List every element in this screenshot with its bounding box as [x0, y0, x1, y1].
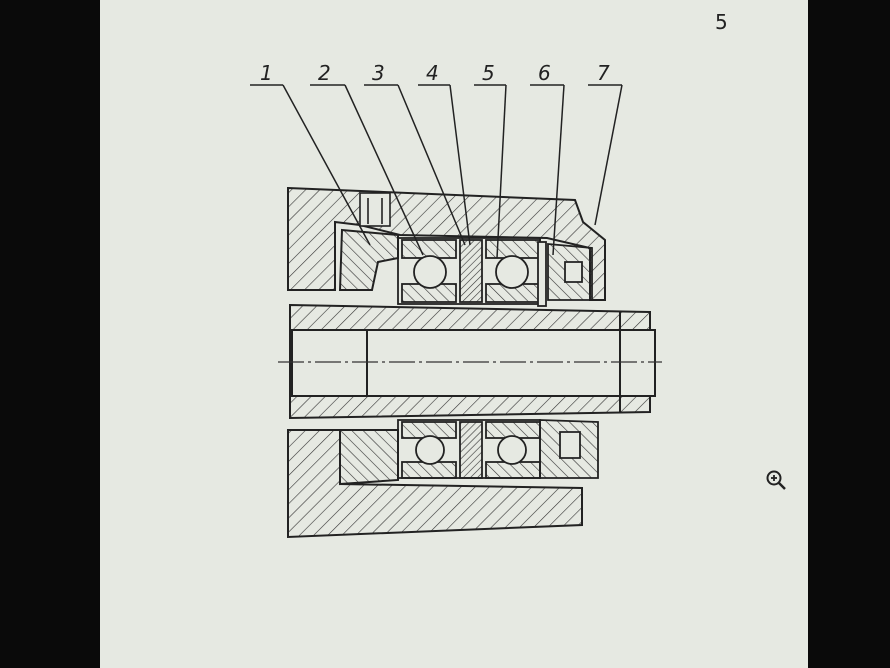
page-number: 5 — [715, 10, 728, 34]
bearing-bottom — [397, 419, 541, 479]
housing-bottom — [287, 429, 583, 539]
callout-label-3: 3 — [372, 61, 385, 85]
spacer-ring-top — [537, 241, 547, 307]
callout-label-5: 5 — [482, 61, 495, 85]
seal-cap-top — [547, 243, 593, 301]
callout-label-4: 4 — [426, 61, 439, 85]
bearing-top — [397, 237, 541, 305]
bushing-bottom — [339, 429, 399, 486]
callout-labels: 1 2 3 4 5 6 7 — [260, 61, 610, 85]
seal-cap-bottom — [539, 419, 599, 479]
callout-label-7: 7 — [597, 61, 610, 85]
zoom-in-icon[interactable] — [764, 468, 788, 492]
callout-label-6: 6 — [538, 61, 551, 85]
callout-leaders — [250, 84, 623, 259]
set-screw — [359, 192, 391, 227]
callout-label-1: 1 — [260, 61, 273, 85]
bushing-top — [338, 228, 399, 291]
callout-label-2: 2 — [318, 61, 331, 85]
